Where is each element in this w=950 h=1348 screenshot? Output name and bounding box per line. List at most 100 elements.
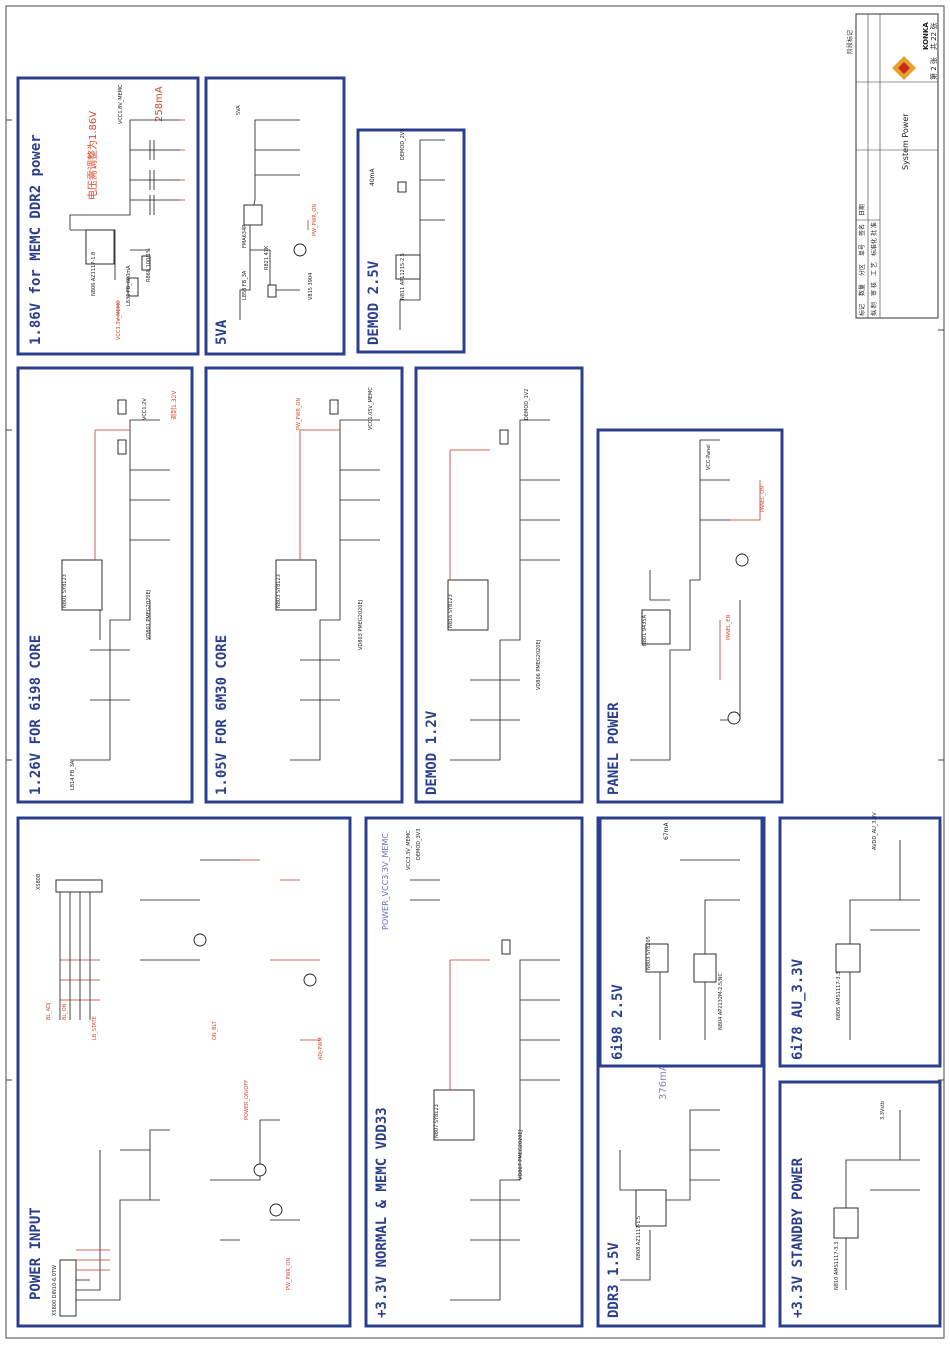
demod25-title: DEMOD 2.5V (366, 260, 382, 345)
core105-title: 1.05V FOR 6M30 CORE (214, 635, 230, 795)
ddr2-current: 258mA (154, 86, 165, 122)
block-standby-33v: +3.3V STANDBY POWER N810 AMS1117-3.3 3.3… (778, 1080, 942, 1328)
svg-text:PW_PWR_ON: PW_PWR_ON (312, 204, 318, 236)
block-6i98-25v: 6i98 2.5V 67mA N803 SY8205 N804 AP2132M-… (598, 816, 764, 1068)
svg-text:XS808: XS808 (36, 874, 42, 890)
svg-text:VCC-Panel: VCC-Panel (706, 444, 712, 470)
ddr2-title: 1.86V for MEMC DDR2 power (28, 134, 44, 345)
ddr2-note: 电压需调整为1.86V (86, 111, 99, 200)
ddr3-current: 376mA (658, 1064, 669, 1100)
tb-title: System Power (901, 113, 910, 170)
svg-text:N810 AMS1117-3.3: N810 AMS1117-3.3 (834, 1242, 840, 1290)
vdd33-subtitle: POWER_VCC3.3V_MEMC (381, 833, 390, 930)
svg-text:N811 AP1121S-2.5: N811 AP1121S-2.5 (400, 253, 406, 300)
block-ddr2-186v: 1.86V for MEMC DDR2 power 电压需调整为1.86V 25… (16, 76, 200, 356)
v25-title: 6i98 2.5V (610, 984, 626, 1060)
demod25-current: 40mA (369, 168, 376, 186)
svg-text:VCC3.3V_MEMC: VCC3.3V_MEMC (116, 300, 122, 340)
svg-text:N801 9435A: N801 9435A (642, 614, 648, 646)
tb-sheet: 第 2 张 (929, 57, 938, 80)
block-au-33v: 6i78 AU_3.3V N805 AMS1117-3.3 AVDD_AU_3.… (778, 812, 942, 1068)
konka-logo-icon (892, 56, 916, 80)
tb-header-6: 日期 (858, 204, 866, 216)
title-block: 标记 数量 分区 单号 签名 日期 拟 制 审 核 工 艺 标准化 批 准 Sy… (846, 13, 939, 319)
svg-text:BL_ADJ: BL_ADJ (46, 1003, 52, 1020)
ddr3-title: DDR3 1.5V (606, 1242, 622, 1318)
svg-text:L814 FB_3A: L814 FB_3A (70, 760, 76, 790)
panel-title: PANEL POWER (606, 702, 622, 795)
5va-title: 5VA (214, 319, 230, 345)
svg-text:3.3Vstb: 3.3Vstb (880, 1101, 886, 1120)
tb-header-4: 单号 (858, 244, 866, 256)
standby-title: +3.3V STANDBY POWER (790, 1157, 806, 1318)
demod12-title: DEMOD 1.2V (424, 710, 440, 795)
svg-text:VD803 PMEG2020EJ: VD803 PMEG2020EJ (358, 600, 364, 650)
svg-text:PANEL_EN: PANEL_EN (726, 615, 732, 640)
svg-text:N805 AMS1117-3.3: N805 AMS1117-3.3 (836, 972, 842, 1020)
tb-header-5: 签名 (858, 224, 866, 236)
svg-text:AVDD_AU_3.3V: AVDD_AU_3.3V (872, 812, 878, 850)
svg-text:N803 SY8123: N803 SY8123 (276, 574, 282, 608)
tb-row-5: 批 准 (870, 222, 878, 236)
svg-text:VD806 PMEG2020EJ: VD806 PMEG2020EJ (536, 640, 542, 690)
svg-text:XS800 DIN10-6.0TW: XS800 DIN10-6.0TW (52, 1265, 58, 1316)
block-126v-core: 1.26V FOR 6i98 CORE 调到1.32V N801 SY8123 … (16, 366, 194, 804)
block-panel-power: PANEL POWER N801 9435A PANEL_EN PANEL_ON… (596, 428, 784, 804)
svg-text:L858 FB_3A: L858 FB_3A (242, 270, 248, 300)
tb-row-1: 拟 制 (870, 302, 878, 316)
svg-text:BL_ON: BL_ON (62, 1003, 68, 1020)
svg-text:FMA634P: FMA634P (242, 225, 248, 248)
block-5va: 5VA FMA634P R821 47K L858 FB_3A V815 390… (204, 76, 346, 356)
svg-text:5VA: 5VA (236, 105, 242, 115)
svg-text:VCC3.3V_MEMC: VCC3.3V_MEMC (406, 830, 412, 870)
core126-note: 调到1.32V (170, 390, 178, 420)
svg-text:N804 AP2132M-2.5/NC: N804 AP2132M-2.5/NC (718, 972, 724, 1030)
block-ddr3-15v: DDR3 1.5V 376mA N808 AZ1117-1.5 (596, 816, 766, 1328)
svg-text:PANEL_ON: PANEL_ON (760, 486, 766, 512)
svg-text:VCC1.2V: VCC1.2V (142, 398, 148, 420)
svg-text:PW_PWR_ON: PW_PWR_ON (296, 398, 302, 430)
svg-text:ADJ-PWM: ADJ-PWM (318, 1037, 324, 1060)
svg-text:N816 SY8123: N816 SY8123 (448, 594, 454, 628)
svg-text:VCC1.8V_MEMC: VCC1.8V_MEMC (118, 84, 124, 124)
svg-text:POWER_ON/OFF: POWER_ON/OFF (244, 1080, 250, 1120)
svg-text:VCC1.05V_MEMC: VCC1.05V_MEMC (368, 387, 374, 430)
tb-header-1: 标记 (858, 304, 866, 316)
tb-total: 共 22 张 (929, 23, 938, 50)
block-33v-normal-memc: +3.3V NORMAL & MEMC VDD33 POWER_VCC3.3V_… (364, 816, 584, 1328)
svg-text:R821 47K: R821 47K (264, 245, 270, 270)
tb-header-2: 数量 (858, 284, 866, 296)
tb-header-3: 分区 (858, 264, 866, 276)
svg-text:N807 SY8123: N807 SY8123 (434, 1104, 440, 1138)
block-demod-12v: DEMOD 1.2V N816 SY8123 VD806 PMEG2020EJ … (414, 366, 584, 804)
svg-text:DEMOD_2V5: DEMOD_2V5 (400, 129, 406, 160)
block-demod-25v: DEMOD 2.5V 40mA N811 AP1121S-2.5 DEMOD_2… (356, 128, 466, 354)
tb-company: KONKA (922, 22, 930, 50)
svg-text:DEMOD_1V2: DEMOD_1V2 (524, 389, 530, 420)
sheet-border (5, 5, 945, 1339)
svg-text:DEMOD_3V3: DEMOD_3V3 (416, 829, 422, 860)
svg-text:N808 AZ1117-1.5: N808 AZ1117-1.5 (636, 1216, 642, 1260)
svg-text:N806 AZ1117-1.8: N806 AZ1117-1.8 (91, 252, 97, 296)
svg-text:V815 3904: V815 3904 (308, 273, 314, 300)
svg-text:L836 FB_600mA: L836 FB_600mA (126, 265, 132, 306)
core126-title: 1.26V FOR 6i98 CORE (28, 635, 44, 795)
tb-row-3: 工 艺 (870, 262, 878, 276)
block-105v-core: 1.05V FOR 6M30 CORE N803 SY8123 VD803 PM… (204, 366, 404, 804)
svg-text:N803 SY8205: N803 SY8205 (646, 936, 652, 970)
tb-stage: 阶段标记 (846, 30, 854, 54)
svg-text:N801 SY8123: N801 SY8123 (62, 574, 68, 608)
tb-row-2: 审 核 (870, 282, 878, 296)
tb-row-4: 标准化 (870, 238, 878, 256)
svg-text:VD801 PMEG2020EJ: VD801 PMEG2020EJ (146, 590, 152, 640)
vdd33-title: +3.3V NORMAL & MEMC VDD33 (374, 1107, 390, 1318)
svg-text:ON_BLT: ON_BLT (212, 1020, 218, 1040)
block-power-input: POWER INPUT XS800 DIN10-6.0TW XS808 BL_A… (16, 816, 352, 1328)
input-title: POWER INPUT (28, 1207, 44, 1300)
svg-text:PW_PWR_ON: PW_PWR_ON (286, 1258, 292, 1290)
au33-title: 6i78 AU_3.3V (790, 958, 806, 1060)
svg-text:LB_STATE: LB_STATE (92, 1016, 98, 1040)
svg-text:VD807 PMEG2020EJ: VD807 PMEG2020EJ (518, 1130, 524, 1180)
